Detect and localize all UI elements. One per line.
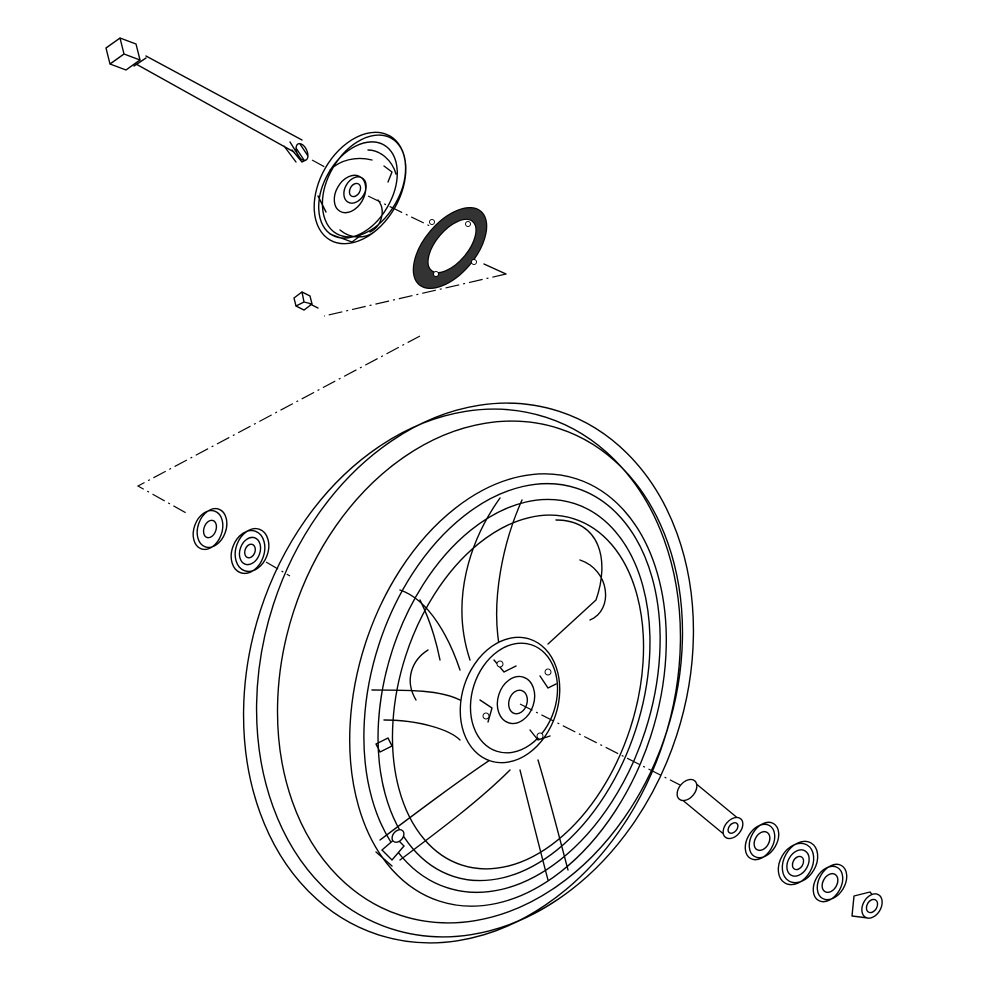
left-spacer [192, 507, 228, 551]
center-axis-line [519, 703, 691, 791]
wheel-tire [242, 402, 695, 944]
valve-stem [375, 829, 405, 867]
right-bearing [777, 840, 819, 886]
axle-spacer-tube [676, 778, 744, 840]
brake-disc-hub-cover [313, 131, 431, 245]
left-bearing [230, 527, 291, 577]
right-seal [744, 821, 780, 861]
leader-line-left [136, 335, 421, 515]
brake-disc-ring [412, 207, 507, 289]
right-collar [851, 891, 883, 919]
axle-bolt [105, 37, 335, 173]
leader-line-screw [323, 273, 507, 317]
small-screw [293, 291, 319, 311]
right-bearing-2 [812, 863, 848, 903]
